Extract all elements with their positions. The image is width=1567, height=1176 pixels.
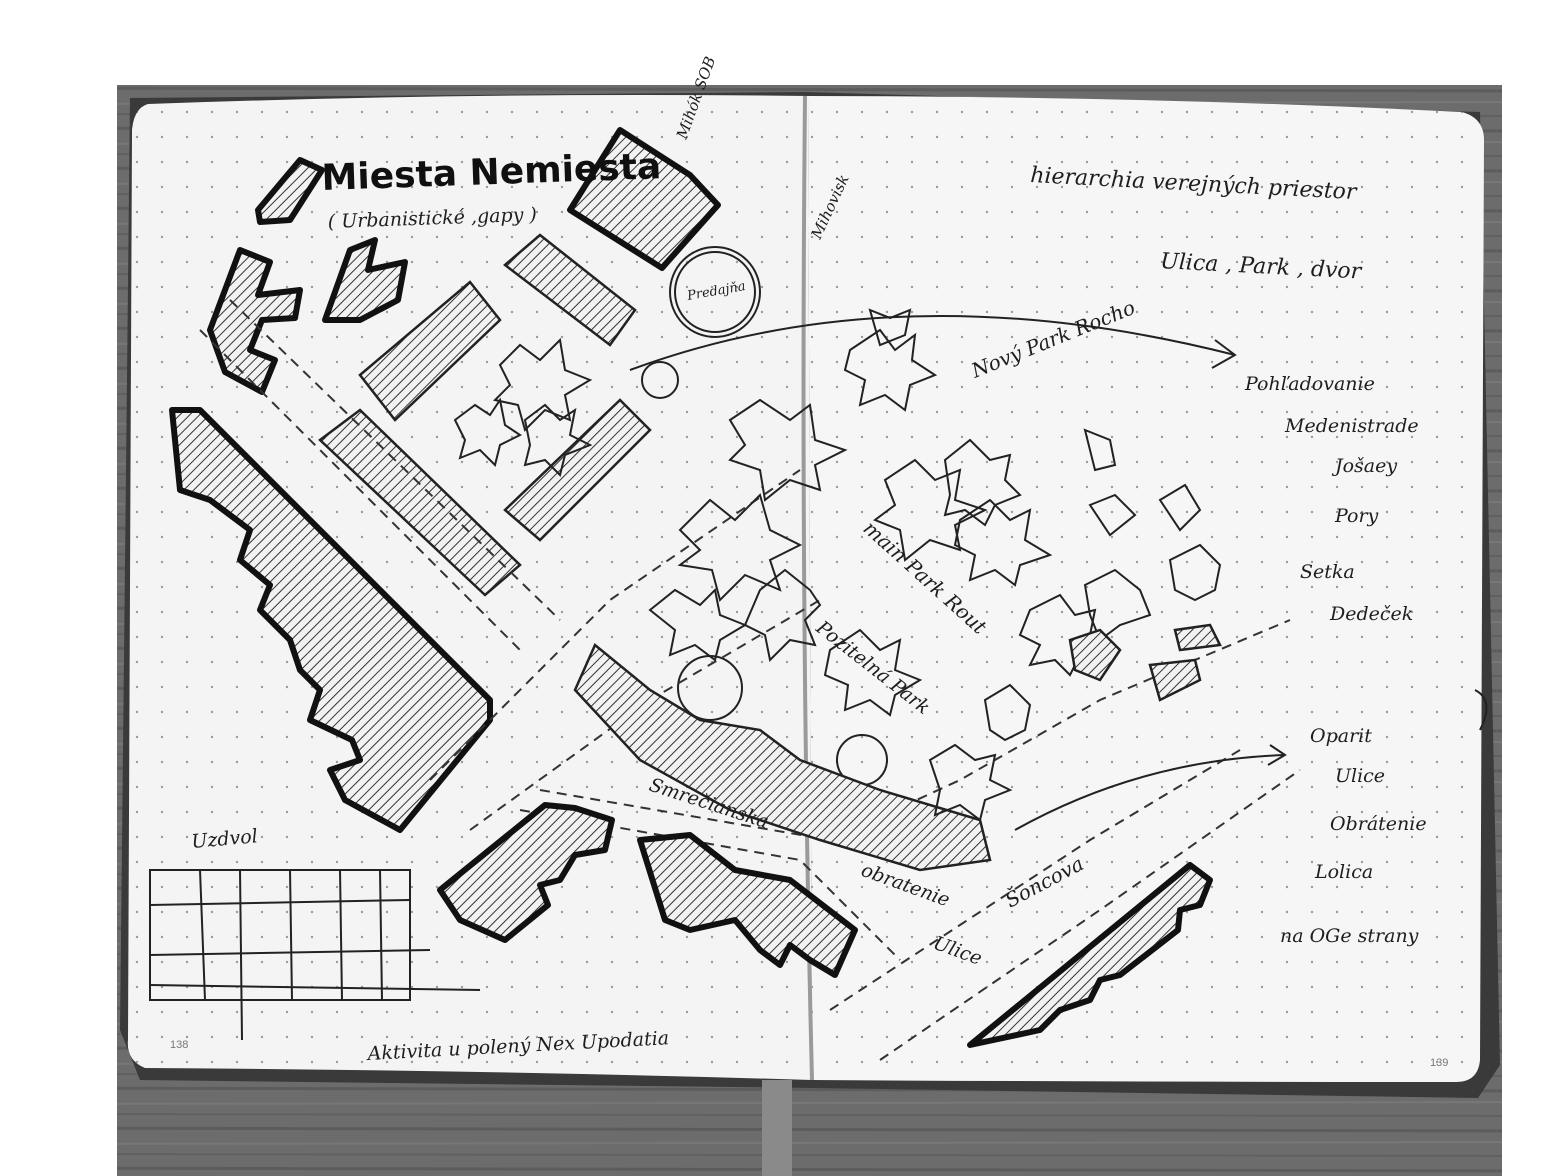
section-sketch xyxy=(149,869,481,1041)
page-number-right: 139 xyxy=(1430,1057,1448,1069)
list2-item: na OGe strany xyxy=(1280,925,1419,947)
predajna-circle xyxy=(669,246,761,338)
list1-item: Dedeček xyxy=(1329,603,1413,625)
list2-item: Oparit xyxy=(1310,725,1372,747)
list-two: Oparit Ulice Obrátenie Lolica na OGe str… xyxy=(1280,725,1427,947)
page-number-left: 138 xyxy=(170,1039,188,1051)
courtyard-block xyxy=(318,233,652,597)
list1-item: Setka xyxy=(1300,561,1355,583)
list1-item: Pory xyxy=(1334,505,1379,527)
list2-item: Ulice xyxy=(1335,765,1385,787)
park-trees xyxy=(648,308,1222,822)
bookmark-ribbon xyxy=(762,1080,792,1176)
list2-item: Lolica xyxy=(1314,861,1373,883)
list1-item: Jošaey xyxy=(1331,455,1397,477)
list1-item: Medenistrade xyxy=(1284,415,1419,437)
list2-item: Obrátenie xyxy=(1330,813,1427,835)
list1-item: Pohľadovanie xyxy=(1244,373,1375,395)
list-one: Pohľadovanie Medenistrade Jošaey Pory Se… xyxy=(1244,373,1419,625)
